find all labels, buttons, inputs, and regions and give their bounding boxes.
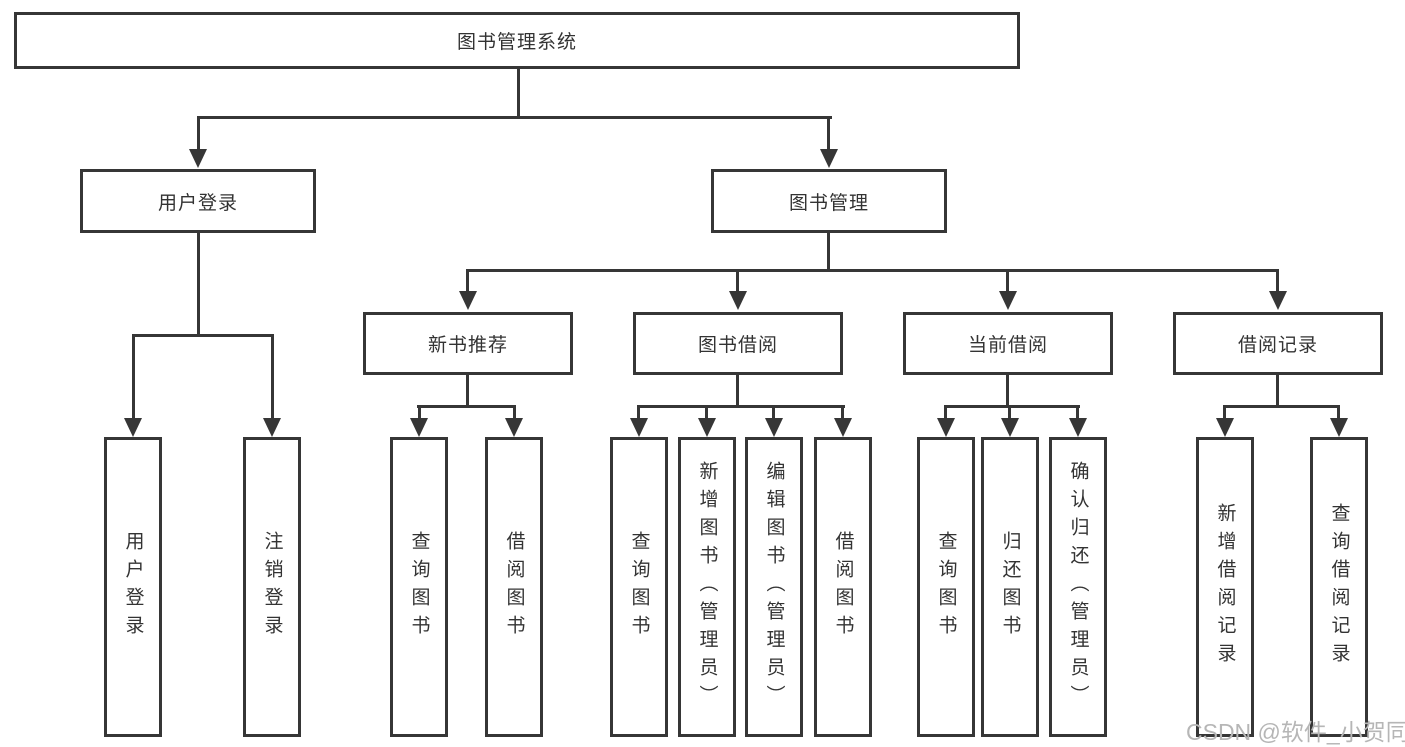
connector-line	[132, 334, 274, 337]
leaf-return-books-label: 归还图书	[999, 531, 1021, 643]
connector-line	[1076, 405, 1079, 420]
leaf-edit-books-admin: 编辑图书（管理员）	[745, 437, 803, 737]
leaf-add-borrow-record: 新增借阅记录	[1196, 437, 1254, 737]
leaf-add-borrow-record-label: 新增借阅记录	[1214, 503, 1236, 671]
connector-line	[1276, 269, 1279, 294]
arrow-down-icon	[505, 418, 523, 437]
arrow-down-icon	[1069, 418, 1087, 437]
connector-line	[637, 405, 845, 408]
leaf-query-borrow-record: 查询借阅记录	[1310, 437, 1368, 737]
connector-line	[944, 405, 1080, 408]
connector-line	[1006, 375, 1009, 407]
watermark: CSDN @软件_小贺同学	[1186, 719, 1405, 745]
connector-line	[705, 405, 708, 420]
leaf-query-books-3-label: 查询图书	[935, 531, 957, 643]
leaf-borrow-books: 借阅图书	[485, 437, 543, 737]
connector-line	[736, 269, 739, 294]
node-borrowing-records-label: 借阅记录	[1237, 335, 1318, 356]
connector-line	[197, 116, 832, 119]
node-book-borrowing: 图书借阅	[633, 312, 843, 375]
leaf-logout-label: 注销登录	[261, 531, 283, 643]
arrow-down-icon	[1216, 418, 1234, 437]
connector-line	[132, 334, 135, 420]
connector-line	[1276, 375, 1279, 407]
leaf-edit-books-admin-label: 编辑图书（管理员）	[763, 461, 785, 713]
node-new-book-recommend-label: 新书推荐	[427, 335, 508, 356]
connector-line	[197, 232, 200, 336]
connector-line	[517, 68, 520, 119]
node-current-borrowing-label: 当前借阅	[967, 335, 1048, 356]
leaf-confirm-return-admin: 确认归还（管理员）	[1049, 437, 1107, 737]
node-book-management: 图书管理	[711, 169, 947, 233]
leaf-user-login-label: 用户登录	[122, 531, 144, 643]
connector-line	[1008, 405, 1011, 420]
connector-line	[827, 116, 830, 152]
node-root: 图书管理系统	[14, 12, 1020, 69]
leaf-query-books: 查询图书	[390, 437, 448, 737]
connector-line	[197, 116, 200, 152]
arrow-down-icon	[189, 149, 207, 168]
leaf-query-books-3: 查询图书	[917, 437, 975, 737]
arrow-down-icon	[630, 418, 648, 437]
node-user-login-label: 用户登录	[157, 192, 238, 214]
arrow-down-icon	[729, 291, 747, 310]
arrow-down-icon	[999, 291, 1017, 310]
arrow-down-icon	[410, 418, 428, 437]
connector-line	[1006, 269, 1009, 294]
leaf-user-login: 用户登录	[104, 437, 162, 737]
arrow-down-icon	[1269, 291, 1287, 310]
leaf-logout: 注销登录	[243, 437, 301, 737]
node-current-borrowing: 当前借阅	[903, 312, 1113, 375]
arrow-down-icon	[1001, 418, 1019, 437]
leaf-query-books-2: 查询图书	[610, 437, 668, 737]
connector-line	[736, 375, 739, 407]
arrow-down-icon	[820, 149, 838, 168]
leaf-query-books-label: 查询图书	[408, 531, 430, 643]
arrow-down-icon	[1330, 418, 1348, 437]
leaf-confirm-return-admin-label: 确认归还（管理员）	[1067, 461, 1089, 713]
connector-line	[418, 405, 421, 420]
connector-line	[827, 232, 830, 271]
connector-line	[467, 269, 1279, 272]
arrow-down-icon	[263, 418, 281, 437]
node-book-borrowing-label: 图书借阅	[697, 335, 778, 356]
node-user-login: 用户登录	[80, 169, 316, 233]
connector-line	[466, 269, 469, 294]
node-book-management-label: 图书管理	[788, 192, 869, 214]
arrow-down-icon	[834, 418, 852, 437]
arrow-down-icon	[459, 291, 477, 310]
connector-line	[1223, 405, 1226, 420]
leaf-query-borrow-record-label: 查询借阅记录	[1328, 503, 1350, 671]
leaf-return-books: 归还图书	[981, 437, 1039, 737]
connector-line	[466, 375, 469, 407]
leaf-query-books-2-label: 查询图书	[628, 531, 650, 643]
connector-line	[513, 405, 516, 420]
leaf-borrow-books-2-label: 借阅图书	[832, 531, 854, 643]
leaf-borrow-books-label: 借阅图书	[503, 531, 525, 643]
node-new-book-recommend: 新书推荐	[363, 312, 573, 375]
connector-line	[637, 405, 640, 420]
connector-line	[772, 405, 775, 420]
arrow-down-icon	[765, 418, 783, 437]
leaf-add-books-admin: 新增图书（管理员）	[678, 437, 736, 737]
connector-line	[1337, 405, 1340, 420]
arrow-down-icon	[937, 418, 955, 437]
connector-line	[271, 334, 274, 420]
node-root-label: 图书管理系统	[456, 32, 577, 53]
arrow-down-icon	[698, 418, 716, 437]
leaf-add-books-admin-label: 新增图书（管理员）	[696, 461, 718, 713]
connector-line	[1223, 405, 1339, 408]
arrow-down-icon	[124, 418, 142, 437]
leaf-borrow-books-2: 借阅图书	[814, 437, 872, 737]
node-borrowing-records: 借阅记录	[1173, 312, 1383, 375]
connector-line	[841, 405, 844, 420]
connector-line	[417, 405, 516, 408]
connector-line	[944, 405, 947, 420]
